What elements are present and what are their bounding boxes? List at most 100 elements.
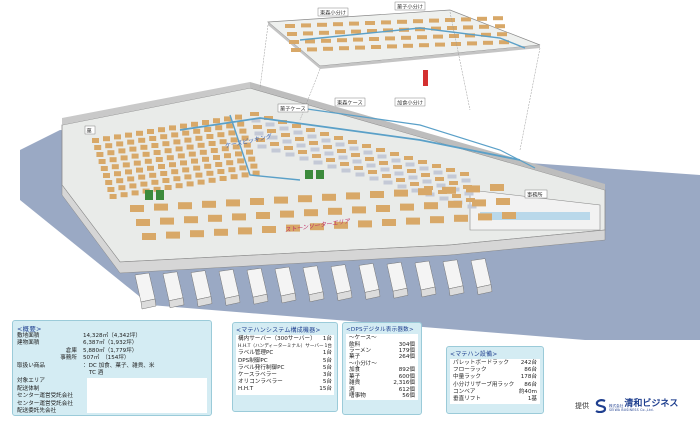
rack-unit — [103, 173, 110, 178]
pallet-stack — [166, 231, 180, 239]
rack-unit — [118, 185, 126, 191]
rack-unit — [131, 190, 139, 196]
label-mezzanine-left: 東森小分け — [320, 9, 346, 17]
rack-unit — [219, 176, 227, 181]
equipment-row-value: 1基 — [527, 396, 537, 403]
mezzanine-rack-unit — [497, 32, 507, 37]
mezzanine-rack-unit — [305, 39, 315, 44]
rack-unit — [151, 143, 159, 148]
building-right-wall — [250, 82, 605, 190]
rack-unit — [210, 148, 218, 153]
rack-unit — [377, 154, 387, 159]
overview-extra-label: 配送体制 — [17, 385, 40, 392]
dps-row-label: 飲料 — [349, 341, 361, 348]
overview-extra-label: センター運営受託会社 — [17, 400, 73, 407]
rack-unit — [213, 155, 220, 160]
rack-unit — [173, 139, 181, 145]
building-front-wall — [61, 184, 606, 274]
pallet-stack — [352, 206, 366, 214]
rack-unit — [338, 155, 348, 160]
mezzanine-rack-unit — [367, 29, 377, 33]
rack-unit — [208, 177, 216, 183]
rack-unit — [355, 172, 365, 177]
rack-unit — [129, 183, 137, 189]
dps-row-value: 56個 — [402, 393, 415, 400]
rack-unit — [138, 174, 146, 180]
pallet-stack — [328, 207, 342, 215]
green-pallet — [145, 190, 153, 200]
mezzanine-rack-unit — [301, 23, 311, 28]
mezzanine-conveyor — [299, 27, 526, 49]
rack-unit — [125, 169, 132, 175]
rack-unit — [411, 188, 421, 193]
mezzanine-rack-unit — [371, 45, 381, 49]
rack-unit — [270, 142, 279, 146]
mezzanine-rack-unit — [383, 28, 393, 33]
rack-unit — [195, 172, 203, 178]
rack-unit — [281, 133, 290, 137]
mezzanine-rack-unit — [355, 45, 365, 50]
matehan-row-label: H.H.T（ハンディーターミナル）サーバー — [238, 344, 324, 350]
rack-unit — [125, 132, 132, 138]
pallet-stack — [202, 200, 216, 208]
rack-unit — [251, 118, 261, 123]
rack-unit — [226, 160, 234, 166]
rack-unit — [421, 173, 430, 177]
pallet-stack — [394, 189, 408, 197]
mezzanine-rack-unit — [461, 17, 471, 22]
matehan-row-value: 5台 — [322, 357, 332, 364]
rack-unit — [335, 142, 345, 147]
rack-unit — [295, 137, 304, 141]
rack-unit — [466, 198, 475, 202]
mezzanine-rack-unit — [483, 40, 493, 45]
pallet-stack — [430, 216, 444, 224]
pallet-stack — [424, 202, 438, 210]
rack-unit — [149, 172, 157, 178]
rack-unit — [217, 132, 225, 138]
rack-unit — [394, 171, 404, 176]
rack-unit — [408, 175, 418, 180]
mezzanine-rack-unit — [467, 41, 477, 46]
rack-unit — [419, 166, 429, 171]
overview-extra-label: 配送委託先会社 — [17, 408, 57, 415]
mezzanine-rack-unit — [435, 42, 445, 47]
rack-unit — [433, 170, 443, 175]
equipment-row-label: 小分けリザーブ用ラック — [453, 381, 515, 388]
truck-cab — [392, 287, 409, 299]
overview-items-value: ：DC 加食、菓子、雑貨、米 — [83, 362, 155, 369]
dps-case-heading: ～ケース～ — [349, 335, 377, 341]
mezzanine-rack-unit — [445, 18, 455, 22]
rack-unit — [127, 139, 135, 145]
rack-unit — [127, 176, 135, 182]
rack-unit — [447, 174, 457, 179]
mezzanine-rack-unit — [323, 46, 333, 51]
pallet-stack — [334, 221, 348, 229]
rack-unit — [292, 124, 301, 128]
mezzanine-rack-unit — [431, 26, 441, 31]
matehan-row-value: 5台 — [322, 379, 332, 386]
rack-unit — [418, 160, 427, 164]
rack-unit — [352, 159, 362, 164]
matehan-row-value: 15台 — [319, 386, 332, 393]
equipment-row-value: 86台 — [524, 367, 537, 374]
mezzanine-rack-unit — [401, 35, 411, 40]
rack-unit — [321, 138, 331, 143]
rack-unit — [265, 122, 275, 127]
rack-unit — [120, 192, 128, 198]
label-zone-b: 東森ケース — [337, 99, 363, 107]
conveyor-line-3 — [299, 107, 536, 169]
rack-unit — [208, 141, 216, 146]
rack-unit — [293, 130, 303, 135]
overview-items-label: 取扱い商品 — [17, 362, 45, 369]
mezzanine-rack-unit — [463, 25, 473, 30]
dps-row-label: ラーメン — [349, 348, 372, 354]
rack-unit — [323, 145, 332, 149]
rack-unit — [252, 170, 260, 176]
